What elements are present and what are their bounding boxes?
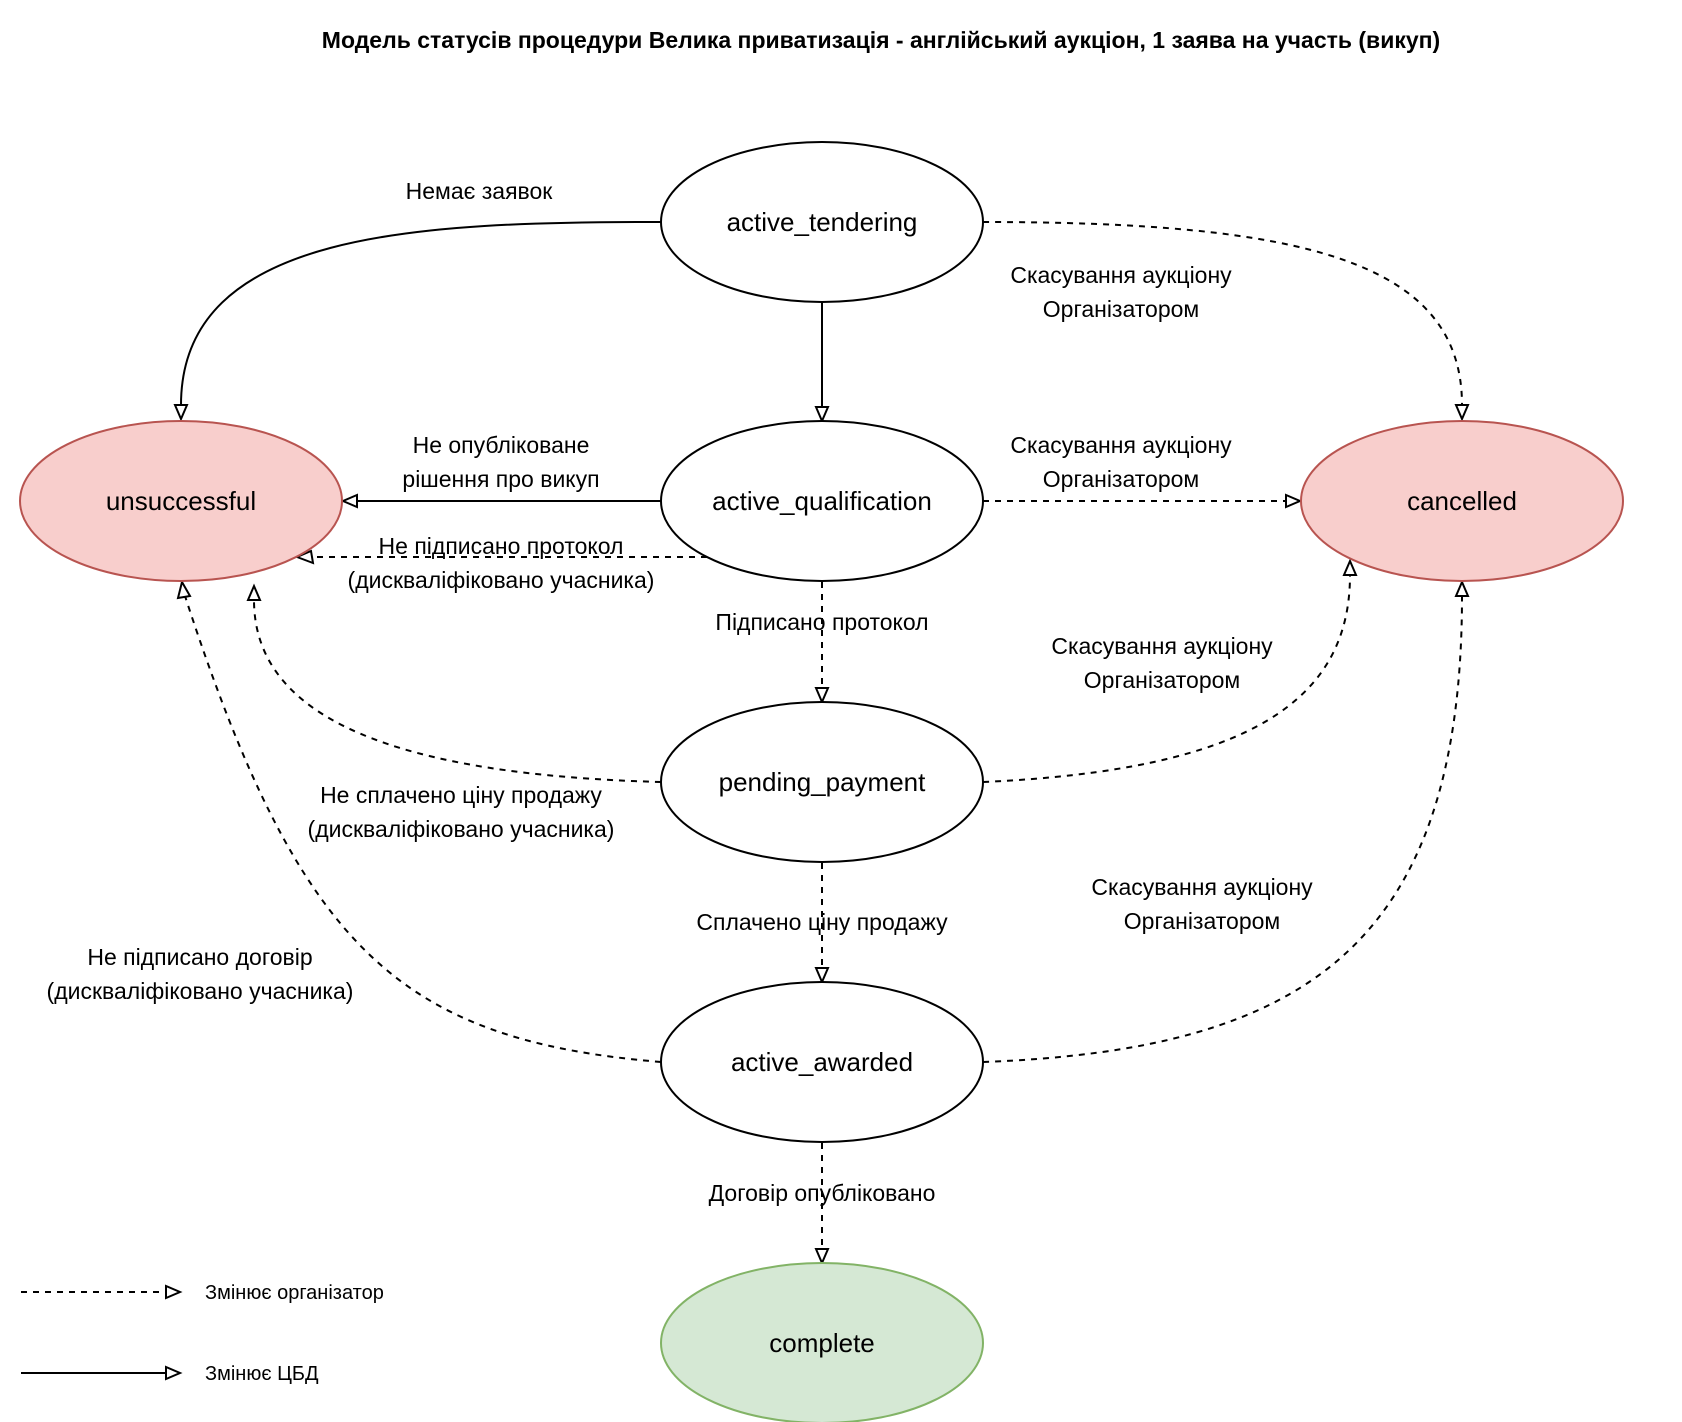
legend-label: Змінює ЦБД — [205, 1363, 319, 1385]
edge-label: Не підписано протокол — [379, 533, 624, 559]
edge-awarded-unsuccessful — [184, 595, 662, 1063]
edge-label: Не підписано договір — [87, 944, 312, 970]
node-pending-payment[interactable]: pending_payment — [660, 701, 984, 863]
edge-label: Організатором — [1084, 667, 1240, 693]
arrow-head — [246, 583, 262, 601]
edge-label: Організатором — [1124, 908, 1280, 934]
node-shape — [660, 981, 984, 1143]
edge-label: рішення про викуп — [402, 466, 599, 492]
node-shape — [660, 1262, 984, 1422]
edges — [173, 221, 1470, 1266]
node-label: active_tendering — [727, 207, 918, 237]
node-shape — [1300, 420, 1624, 582]
arrow-head — [1454, 404, 1470, 422]
diagram-title: Модель статусів процедури Велика привати… — [322, 27, 1440, 53]
arrow-head — [173, 404, 189, 422]
arrow-head — [340, 493, 358, 509]
node-unsuccessful[interactable]: unsuccessful — [19, 420, 343, 582]
node-shape — [19, 420, 343, 582]
arrow-head — [294, 549, 315, 565]
arrow-head — [1342, 558, 1358, 576]
node-shape — [660, 420, 984, 582]
node-shape — [660, 701, 984, 863]
node-cancelled[interactable]: cancelled — [1300, 420, 1624, 582]
arrow-head — [814, 406, 830, 424]
node-label: cancelled — [1407, 486, 1517, 516]
edge-tendering-unsuccessful — [180, 221, 662, 406]
edge-label: (дискваліфіковано учасника) — [47, 978, 354, 1004]
edge-label: Скасування аукціону — [1091, 874, 1313, 900]
edge-payment-cancelled — [982, 574, 1351, 783]
edge-label: Скасування аукціону — [1010, 432, 1232, 458]
edge-label: Скасування аукціону — [1010, 262, 1232, 288]
node-label: complete — [769, 1328, 875, 1358]
edge-label: Організатором — [1043, 466, 1199, 492]
node-active-qualification[interactable]: active_qualification — [660, 420, 984, 582]
node-complete[interactable]: complete — [660, 1262, 984, 1422]
legend-label: Змінює організатор — [205, 1282, 384, 1304]
edge-tendering-cancelled — [982, 221, 1463, 406]
legend: Змінює організатор Змінює ЦБД — [21, 1282, 384, 1385]
node-label: active_awarded — [731, 1047, 913, 1077]
legend-item-solid: Змінює ЦБД — [21, 1363, 319, 1385]
arrow-head — [165, 1284, 183, 1300]
edge-label: Не опубліковане — [413, 432, 590, 458]
node-shape — [660, 141, 984, 303]
edge-payment-unsuccessful — [253, 599, 662, 783]
node-label: pending_payment — [719, 767, 926, 797]
edge-label: (дискваліфіковано учасника) — [348, 567, 655, 593]
edge-label: Підписано протокол — [715, 609, 928, 635]
node-active-awarded[interactable]: active_awarded — [660, 981, 984, 1143]
edge-label: Скасування аукціону — [1051, 633, 1273, 659]
legend-item-dashed: Змінює організатор — [21, 1282, 384, 1304]
arrow-head — [165, 1365, 183, 1381]
edge-label: Організатором — [1043, 296, 1199, 322]
arrow-head — [1454, 579, 1470, 597]
arrow-head — [814, 1248, 830, 1266]
edge-labels: Немає заявок Скасування аукціону Організ… — [47, 178, 1314, 1206]
edge-awarded-cancelled — [982, 595, 1463, 1063]
arrow-head — [814, 687, 830, 705]
node-active-tendering[interactable]: active_tendering — [660, 141, 984, 303]
edge-label: Сплачено ціну продажу — [696, 909, 948, 935]
node-label: active_qualification — [712, 486, 932, 516]
edge-label: (дискваліфіковано учасника) — [308, 816, 615, 842]
node-label: unsuccessful — [106, 486, 256, 516]
edge-label: Немає заявок — [406, 178, 554, 204]
arrow-head — [814, 967, 830, 985]
arrow-head — [1285, 493, 1303, 509]
edge-label: Договір опубліковано — [709, 1180, 936, 1206]
edge-label: Не сплачено ціну продажу — [320, 782, 602, 808]
arrow-head — [176, 579, 192, 600]
